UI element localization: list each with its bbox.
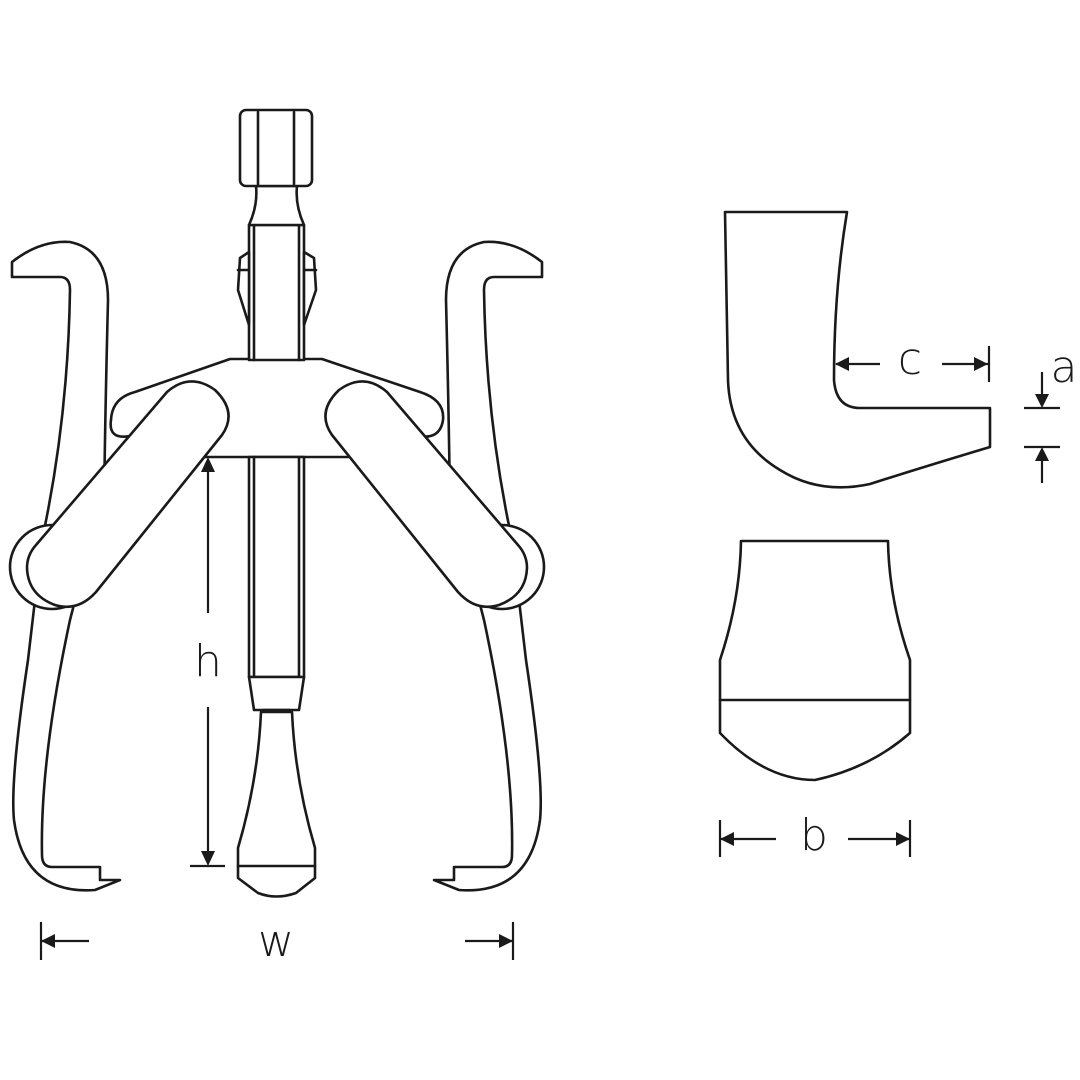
label-h: h: [194, 636, 222, 687]
jaw-side-profile: [723, 210, 992, 489]
dimension-w: [39, 922, 515, 960]
label-b: b: [800, 810, 828, 861]
label-w: w: [258, 916, 294, 967]
jaw-front-profile: [718, 539, 912, 782]
label-c: c: [897, 334, 923, 385]
dimension-b: [718, 820, 912, 857]
label-a: a: [1050, 342, 1078, 393]
dimension-a: [1024, 372, 1060, 483]
dimension-c: [835, 346, 991, 382]
pressure-foot: [236, 710, 317, 898]
dimension-h: [190, 457, 225, 868]
left-link: [8, 380, 230, 611]
right-link: [324, 380, 546, 611]
